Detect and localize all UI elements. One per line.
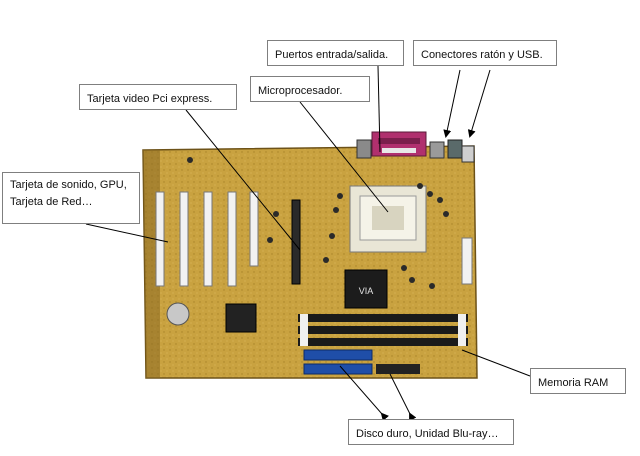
label-tarjeta-video: Tarjeta video Pci express. xyxy=(79,84,237,110)
pointer-lines xyxy=(85,65,531,422)
label-conectores: Conectores ratón y USB. xyxy=(413,40,557,66)
arrow-puertos xyxy=(377,65,381,153)
label-tarjeta-sonido: Tarjeta de sonido, GPU, Tarjeta de Red… xyxy=(2,172,140,224)
cpu-socket xyxy=(349,185,427,253)
power-connector xyxy=(461,237,473,285)
arrow-conectores-1 xyxy=(443,69,461,138)
capacitors xyxy=(187,157,449,289)
arrow-ram xyxy=(461,349,531,377)
cmos-battery xyxy=(166,302,190,326)
label-memoria-ram: Memoria RAM xyxy=(530,368,626,394)
arrow-disco-1 xyxy=(339,365,389,422)
video-slot xyxy=(291,199,301,285)
arrow-video xyxy=(185,109,301,251)
io-ports-cluster xyxy=(356,131,475,163)
arrow-sonido xyxy=(85,223,169,243)
chip-logo-text: VIA xyxy=(359,286,374,296)
northbridge-chip: VIA xyxy=(344,269,388,309)
pci-slots xyxy=(155,191,259,287)
label-disco-duro: Disco duro, Unidad Blu-ray… xyxy=(348,419,514,445)
arrow-disco-2 xyxy=(389,373,417,422)
arrow-micro xyxy=(299,101,389,213)
southbridge-chip xyxy=(225,303,257,333)
ram-slots xyxy=(298,314,468,346)
arrow-conectores-2 xyxy=(467,69,491,138)
label-microprocesador: Microprocesador. xyxy=(250,76,370,102)
label-puertos: Puertos entrada/salida. xyxy=(267,40,404,66)
ide-connectors xyxy=(303,349,420,375)
